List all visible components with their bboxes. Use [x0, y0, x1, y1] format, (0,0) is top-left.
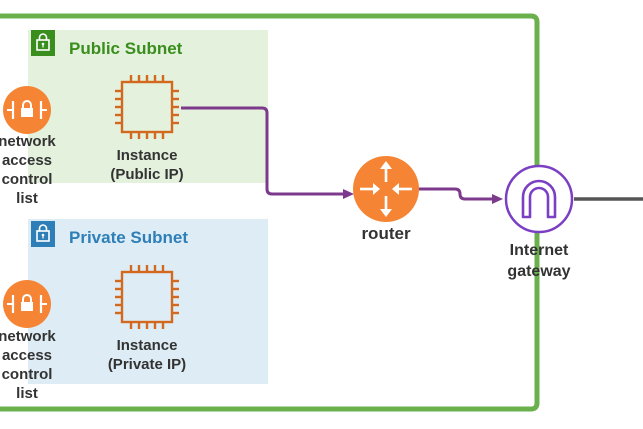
private-instance-label: Instance (Private IP): [107, 337, 187, 373]
igw-label: Internet gateway: [507, 242, 571, 280]
nacl-icon: [3, 86, 51, 134]
instance-to-router-connector: [181, 106, 344, 196]
ec2-instance-icon: [115, 75, 179, 139]
connector-arrowhead: [492, 194, 503, 204]
router-label: router: [361, 224, 411, 243]
connector-arrowhead: [343, 189, 354, 199]
ec2-instance-icon: [115, 265, 179, 329]
router-icon: [353, 156, 419, 222]
private-subnet-box: [28, 219, 268, 384]
nacl-icon: [3, 280, 51, 328]
private-nacl-label: network access control list: [0, 328, 56, 402]
router-to-igw-connector: [418, 187, 493, 201]
lock-icon: [31, 221, 55, 247]
public-instance-label: Instance (Public IP): [110, 147, 184, 183]
private-subnet-title: Private Subnet: [69, 228, 189, 247]
public-nacl-label: network access control list: [0, 133, 56, 207]
internet-gateway-icon: [504, 164, 574, 234]
public-subnet-title: Public Subnet: [69, 39, 183, 58]
lock-icon: [31, 30, 55, 56]
